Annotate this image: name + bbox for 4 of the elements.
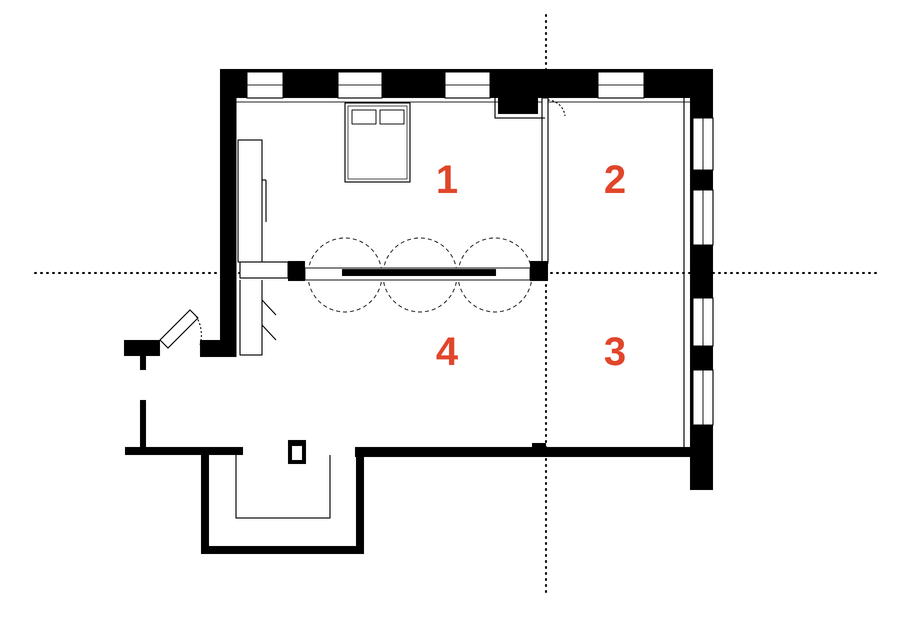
room-number: 3 xyxy=(604,332,626,372)
room-number: 2 xyxy=(604,160,626,200)
room-number: 1 xyxy=(436,160,458,200)
room-number: 4 xyxy=(436,332,458,372)
